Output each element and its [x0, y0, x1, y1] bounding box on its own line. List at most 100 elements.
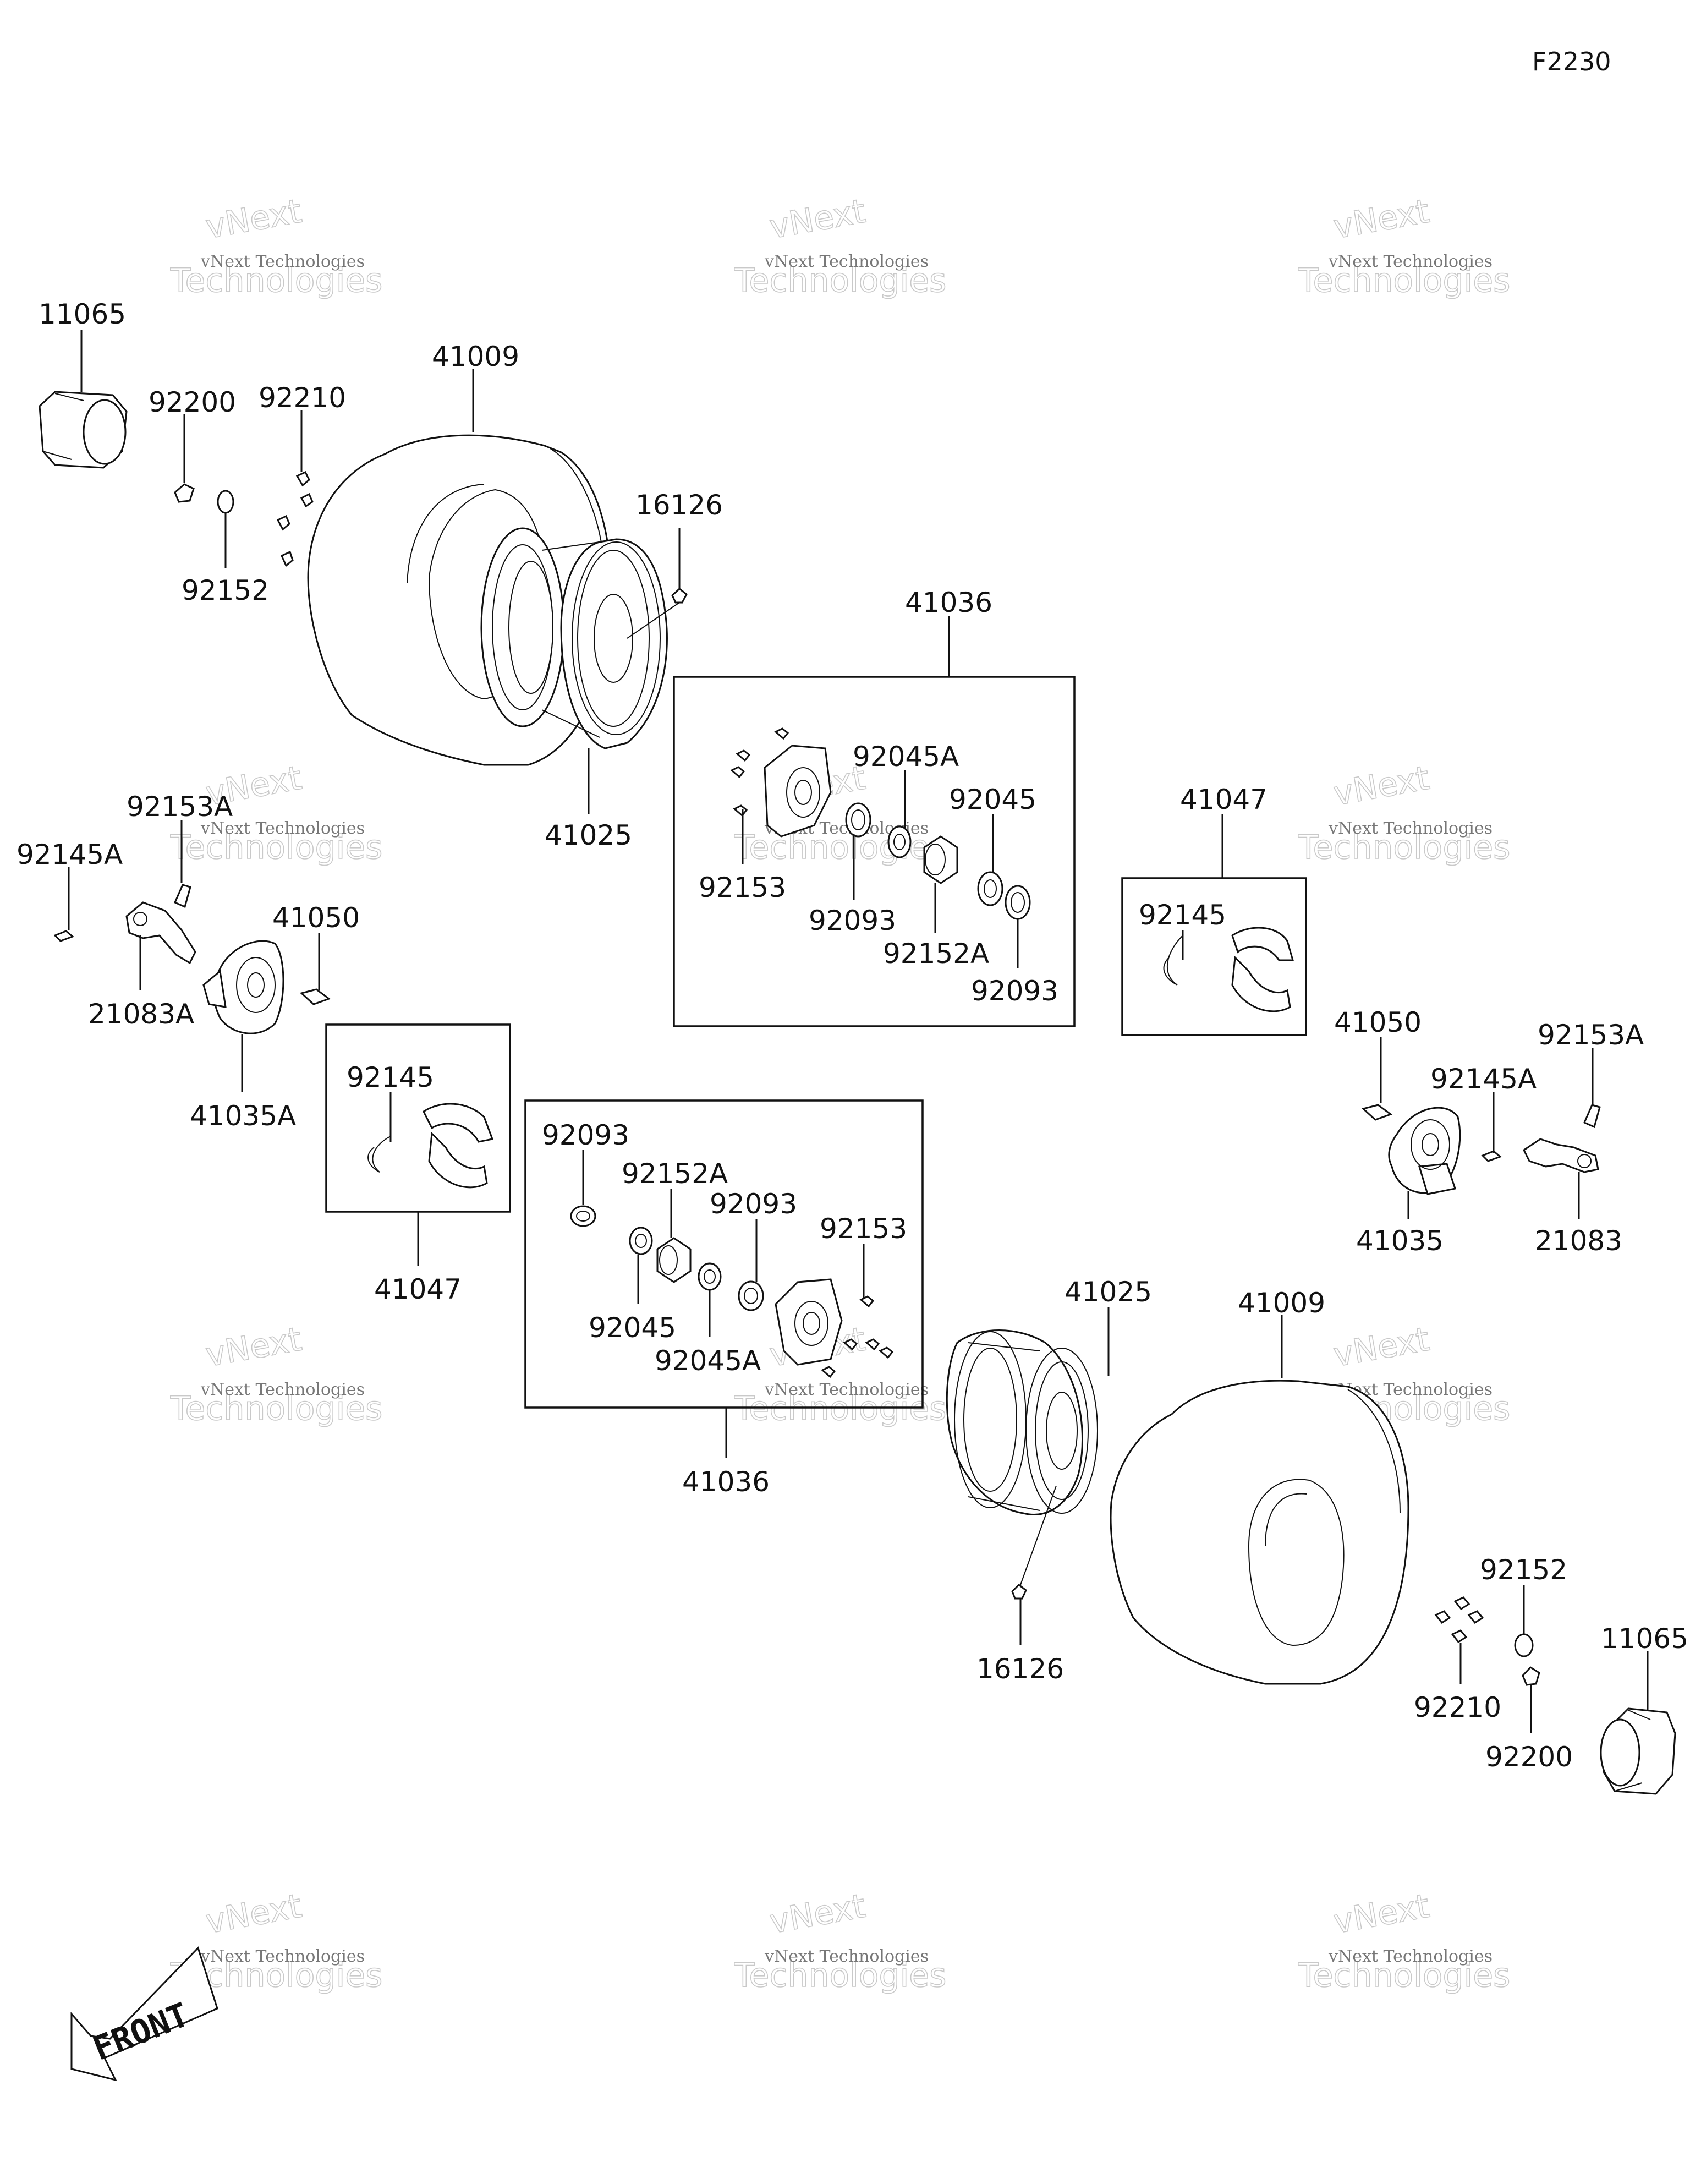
- svg-text:Technologies: Technologies: [170, 1389, 382, 1428]
- part-label-92045: 92045: [589, 1312, 676, 1344]
- svg-text:vNext: vNext: [767, 1887, 869, 1941]
- part-label-92045A: 92045A: [655, 1345, 761, 1377]
- svg-text:Technologies: Technologies: [734, 1389, 946, 1428]
- part-label-41047: 41047: [374, 1273, 462, 1305]
- svg-text:Technologies: Technologies: [734, 828, 946, 867]
- part-label-92145A: 92145A: [17, 839, 123, 871]
- svg-text:Technologies: Technologies: [170, 828, 382, 867]
- watermark: vNext Technologies vNext Technologies: [169, 1320, 383, 1428]
- part-label-92145A: 92145A: [1430, 1063, 1537, 1095]
- wheel-cap-part: [1600, 1707, 1676, 1795]
- part-label-92145: 92145: [347, 1061, 434, 1093]
- brake-lever-part: [299, 988, 331, 1005]
- part-label-41025: 41025: [545, 819, 632, 851]
- brake-shoe-part: [1163, 927, 1294, 1012]
- part-label-11065: 11065: [1601, 1623, 1688, 1655]
- valve-cap-part: [1522, 1666, 1540, 1686]
- watermark: vNext Technologies vNext Technologies: [733, 191, 947, 300]
- bearing-part: [629, 1227, 653, 1255]
- brake-panel-part: [1388, 1107, 1461, 1195]
- part-label-41009: 41009: [1238, 1287, 1325, 1319]
- brake-cam-lever-part: [125, 901, 196, 965]
- part-label-41035: 41035: [1356, 1225, 1444, 1257]
- svg-text:vNext: vNext: [203, 1320, 305, 1375]
- wheel-rim-part: [946, 1329, 1098, 1515]
- part-label-41025: 41025: [1065, 1276, 1152, 1308]
- part-label-41009: 41009: [432, 341, 519, 373]
- svg-text:vNext: vNext: [1331, 192, 1433, 247]
- part-label-21083A: 21083A: [88, 998, 194, 1030]
- svg-text:vNext: vNext: [1331, 1887, 1433, 1941]
- brake-cam-lever-part: [1523, 1138, 1599, 1173]
- part-label-92153A: 92153A: [127, 791, 233, 823]
- washer-part: [217, 490, 234, 514]
- wheel-hub-part: [764, 745, 832, 838]
- hub-assembly-box-upper: [673, 676, 1076, 1027]
- svg-text:vNext Technologies: vNext Technologies: [200, 1380, 365, 1399]
- bearing-part: [698, 1262, 722, 1291]
- oil-seal-part: [738, 1280, 764, 1311]
- part-label-92153A: 92153A: [1538, 1019, 1644, 1051]
- part-label-92153: 92153: [820, 1213, 907, 1245]
- part-label-41050: 41050: [1334, 1006, 1422, 1038]
- watermark: vNext Technologies vNext Technologies: [1297, 191, 1511, 300]
- part-label-92093: 92093: [542, 1119, 629, 1151]
- washer-part: [1514, 1633, 1534, 1657]
- part-label-92045: 92045: [949, 784, 1036, 815]
- part-label-92152A: 92152A: [883, 938, 989, 970]
- part-label-92152A: 92152A: [622, 1158, 728, 1190]
- svg-text:vNext: vNext: [1331, 1320, 1433, 1375]
- tire-valve-part: [1011, 1584, 1027, 1600]
- svg-text:vNext: vNext: [203, 1887, 305, 1941]
- part-label-92093: 92093: [971, 975, 1058, 1007]
- watermark: vNext Technologies vNext Technologies: [733, 1886, 947, 1995]
- tire-valve-part: [671, 588, 688, 604]
- svg-text:Technologies: Technologies: [734, 1956, 946, 1995]
- svg-text:vNext Technologies: vNext Technologies: [200, 819, 365, 838]
- part-label-92153: 92153: [699, 872, 786, 904]
- watermark: vNext Technologies vNext Technologies: [1297, 758, 1511, 867]
- wheel-hub-part: [775, 1278, 843, 1366]
- diagram-ref-code: F2230: [1532, 47, 1611, 76]
- lug-nut-group: [1434, 1596, 1484, 1643]
- collar-part: [923, 835, 958, 884]
- wheel-cap-part: [39, 391, 128, 469]
- part-label-41047: 41047: [1180, 784, 1268, 815]
- svg-text:vNext Technologies: vNext Technologies: [764, 1380, 929, 1399]
- bearing-part: [887, 825, 912, 858]
- bolt-part: [1583, 1104, 1601, 1129]
- hub-bolt-group: [821, 1295, 894, 1378]
- part-label-92093: 92093: [710, 1188, 797, 1220]
- svg-text:vNext Technologies: vNext Technologies: [1328, 1947, 1493, 1966]
- svg-text:vNext: vNext: [203, 192, 305, 247]
- svg-text:vNext Technologies: vNext Technologies: [764, 1947, 929, 1966]
- svg-text:Technologies: Technologies: [1298, 828, 1510, 867]
- svg-text:Technologies: Technologies: [170, 261, 382, 300]
- brake-panel-part: [202, 940, 284, 1034]
- bearing-part: [977, 871, 1003, 906]
- brake-shoe-part: [367, 1103, 494, 1189]
- part-label-92210: 92210: [1414, 1692, 1501, 1723]
- svg-text:vNext Technologies: vNext Technologies: [200, 252, 365, 271]
- part-label-92210: 92210: [259, 382, 346, 414]
- watermark: vNext Technologies vNext Technologies: [733, 1320, 947, 1428]
- svg-text:Technologies: Technologies: [734, 261, 946, 300]
- part-label-16126: 16126: [976, 1653, 1064, 1685]
- part-label-92145: 92145: [1139, 899, 1226, 931]
- part-label-92045A: 92045A: [853, 741, 959, 773]
- part-label-92200: 92200: [149, 386, 236, 418]
- part-label-41035A: 41035A: [190, 1100, 296, 1132]
- front-direction-arrow: FRONT: [70, 1946, 218, 2082]
- bolt-part: [174, 884, 191, 908]
- part-label-41036: 41036: [905, 587, 992, 618]
- svg-text:vNext Technologies: vNext Technologies: [764, 252, 929, 271]
- svg-text:Technologies: Technologies: [1298, 261, 1510, 300]
- oil-seal-part: [1005, 885, 1031, 920]
- tire-part: [1110, 1380, 1409, 1685]
- svg-text:vNext Technologies: vNext Technologies: [1328, 819, 1493, 838]
- svg-text:vNext Technologies: vNext Technologies: [1328, 252, 1493, 271]
- brake-shoe-box-right: [1121, 877, 1307, 1036]
- svg-text:vNext: vNext: [767, 192, 869, 247]
- oil-seal-part: [570, 1205, 596, 1227]
